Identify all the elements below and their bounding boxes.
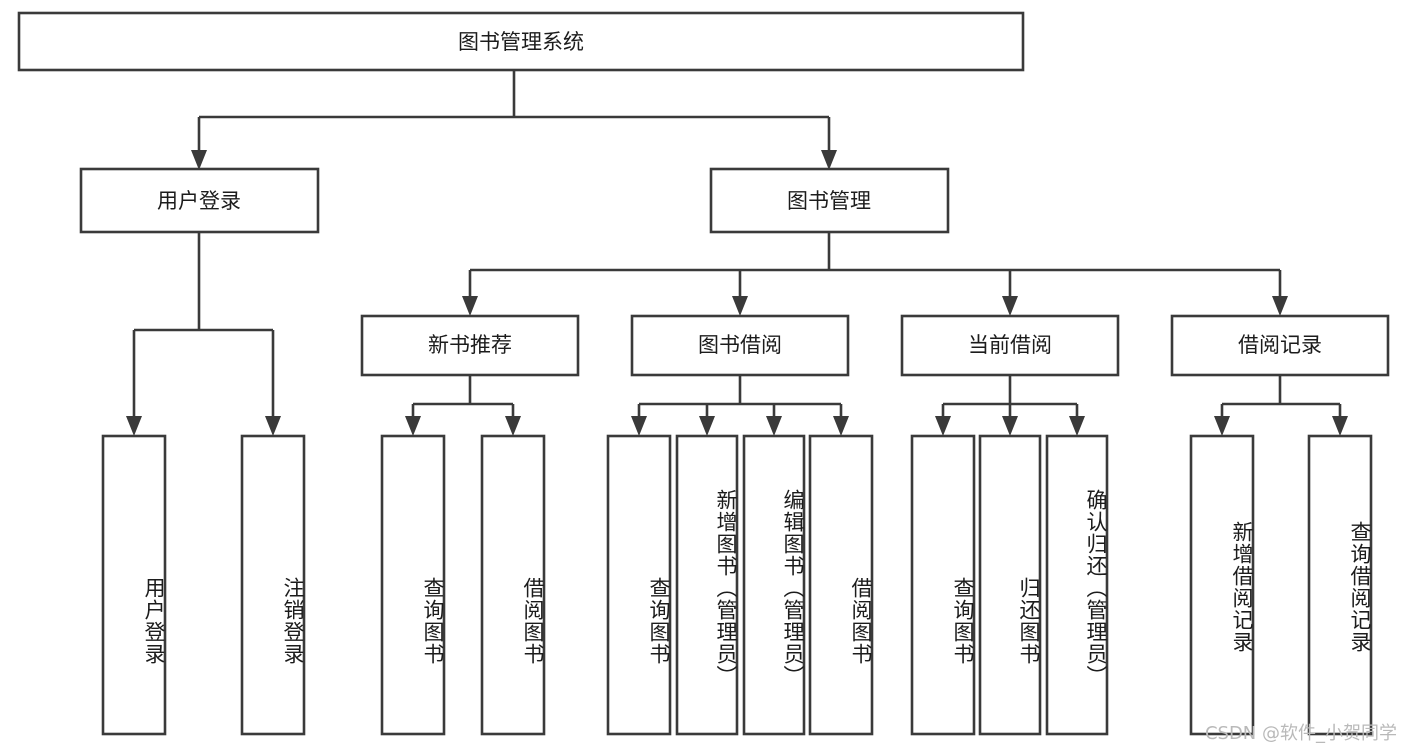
arrow-head-current-leaf-2 bbox=[1002, 416, 1018, 436]
arrow-head-current-leaf-1 bbox=[935, 416, 951, 436]
leaf-box-records-2[interactable] bbox=[1307, 434, 1373, 736]
connector-group bbox=[126, 70, 1348, 436]
leaf-box-current-1[interactable] bbox=[910, 434, 976, 736]
arrow-head-new-books bbox=[462, 296, 478, 316]
arrow-head-records bbox=[1272, 296, 1288, 316]
node-user-login-box[interactable] bbox=[79, 167, 320, 234]
node-borrow[interactable]: 图书借阅 bbox=[630, 314, 850, 377]
leaf-box-user-login-2[interactable] bbox=[240, 434, 306, 736]
arrow-head-current bbox=[1002, 296, 1018, 316]
node-new-books[interactable]: 新书推荐 bbox=[360, 314, 580, 377]
arrow-head-user-login-leaf-1 bbox=[126, 416, 142, 436]
node-root-label: 图书管理系统 bbox=[458, 30, 584, 54]
arrow-head-current-leaf-3 bbox=[1069, 416, 1085, 436]
arrow-head-borrow bbox=[732, 296, 748, 316]
arrow-head-book-mgmt bbox=[821, 150, 837, 170]
node-root-box[interactable] bbox=[17, 11, 1025, 72]
node-borrow-records-label: 借阅记录 bbox=[1238, 333, 1322, 357]
node-user-login[interactable]: 用户登录 bbox=[79, 167, 320, 234]
node-borrow-box[interactable] bbox=[630, 314, 850, 377]
arrow-head-user-login-leaf-2 bbox=[265, 416, 281, 436]
leaf-box-borrow-2[interactable] bbox=[675, 434, 739, 736]
node-new-books-box[interactable] bbox=[360, 314, 580, 377]
node-book-mgmt-label: 图书管理 bbox=[787, 189, 871, 213]
leaf-box-current-3[interactable] bbox=[1045, 434, 1109, 736]
arrow-head-user-login bbox=[191, 150, 207, 170]
arrow-head-borrow-leaf-4 bbox=[833, 416, 849, 436]
node-book-mgmt-box[interactable] bbox=[709, 167, 950, 234]
csdn-watermark: CSDN @软件_小贺同学 bbox=[1204, 723, 1397, 744]
node-borrow-records-box[interactable] bbox=[1170, 314, 1390, 377]
node-borrow-records[interactable]: 借阅记录 bbox=[1170, 314, 1390, 377]
node-current-borrow-label: 当前借阅 bbox=[968, 333, 1052, 357]
node-root[interactable]: 图书管理系统 bbox=[17, 11, 1025, 72]
leaf-box-borrow-4[interactable] bbox=[808, 434, 874, 736]
arrow-head-borrow-leaf-3 bbox=[766, 416, 782, 436]
node-new-books-label: 新书推荐 bbox=[428, 333, 512, 357]
node-user-login-label: 用户登录 bbox=[157, 189, 241, 213]
node-current-borrow-box[interactable] bbox=[900, 314, 1120, 377]
leaf-box-current-2[interactable] bbox=[978, 434, 1042, 736]
arrow-head-borrow-leaf-1 bbox=[631, 416, 647, 436]
leaf-box-new-books-2[interactable] bbox=[480, 434, 546, 736]
arrow-head-new-books-leaf-1 bbox=[405, 416, 421, 436]
leaf-box-user-login-1[interactable] bbox=[101, 434, 167, 736]
arrow-head-records-leaf-2 bbox=[1332, 416, 1348, 436]
leaf-box-new-books-1[interactable] bbox=[380, 434, 446, 736]
arrow-head-records-leaf-1 bbox=[1214, 416, 1230, 436]
node-current-borrow[interactable]: 当前借阅 bbox=[900, 314, 1120, 377]
leaf-box-borrow-1[interactable] bbox=[606, 434, 672, 736]
node-book-mgmt[interactable]: 图书管理 bbox=[709, 167, 950, 234]
arrow-head-borrow-leaf-2 bbox=[699, 416, 715, 436]
arrow-head-new-books-leaf-2 bbox=[505, 416, 521, 436]
leaf-box-records-1[interactable] bbox=[1189, 434, 1255, 736]
node-borrow-label: 图书借阅 bbox=[698, 333, 782, 357]
leaf-box-borrow-3[interactable] bbox=[742, 434, 806, 736]
